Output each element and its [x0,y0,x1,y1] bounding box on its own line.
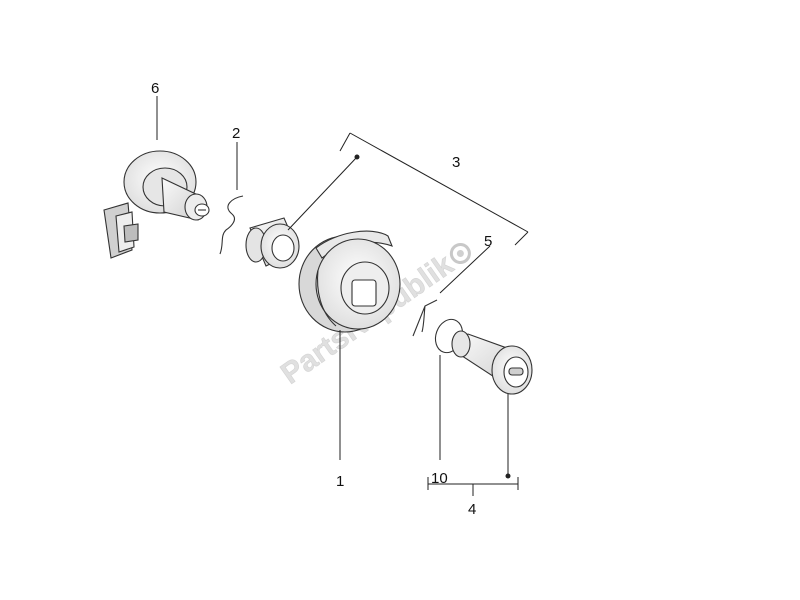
callout-10: 10 [431,470,448,487]
callouts: 6 2 3 5 1 10 4 [151,80,492,518]
callout-4: 4 [468,501,476,518]
part-2-wire-clip [219,195,244,255]
part-3-bushing [245,217,300,269]
gear-icon [449,242,471,264]
leader-lines [156,96,529,496]
callout-5: 5 [484,233,492,250]
callout-6: 6 [151,80,159,97]
callout-1: 1 [336,473,344,490]
callout-3: 3 [452,154,460,171]
callout-2: 2 [232,125,240,142]
dot-marker [505,473,511,479]
part-4-key-cylinder [451,330,533,395]
part-5-spring-clip [412,299,438,337]
part-1-lock-housing [298,230,401,333]
part-6-ignition-switch [103,150,210,259]
